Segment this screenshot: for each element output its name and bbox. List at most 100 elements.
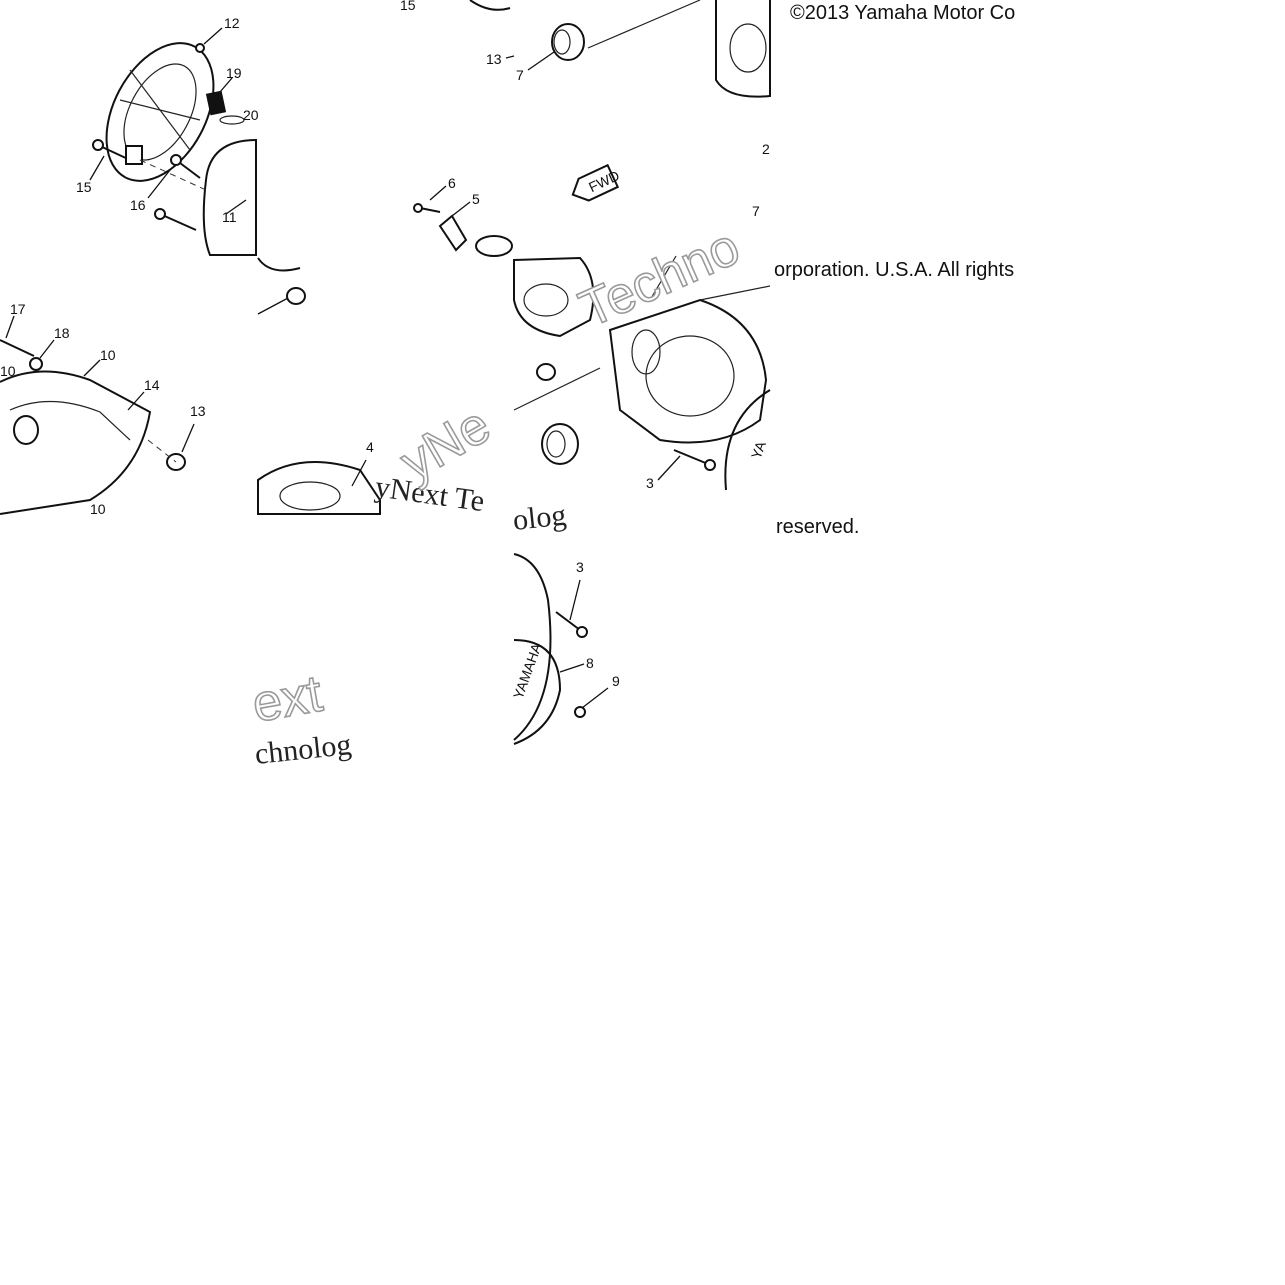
callout-20: 20 — [243, 107, 259, 123]
bolt-head — [413, 203, 423, 213]
nut — [29, 357, 43, 371]
tile-middle-right: 3 YA — [513, 255, 771, 491]
dowel-pin — [286, 287, 306, 305]
bolt — [555, 611, 581, 631]
callout-13: 13 — [190, 403, 206, 419]
callout-7: 7 — [752, 203, 760, 219]
leader-line — [351, 459, 367, 487]
bolt — [673, 449, 709, 465]
leader-line — [225, 199, 247, 215]
assembly-line — [587, 0, 701, 49]
crankcase-cover — [202, 138, 257, 256]
callout-10: 10 — [90, 501, 106, 517]
callout-3: 3 — [646, 475, 654, 491]
callout-12: 12 — [224, 15, 240, 31]
assembly-line — [699, 285, 771, 301]
dowel-pin — [536, 363, 556, 381]
leader-line — [39, 339, 55, 359]
logo-yamaha: YAMAHA — [510, 640, 545, 701]
callout-15: 15 — [400, 0, 416, 13]
leader-line — [429, 185, 447, 201]
fan-shroud — [105, 42, 215, 182]
bolt-head — [195, 43, 205, 53]
bolt-head — [170, 154, 182, 166]
fwd-arrow: FWD — [571, 163, 622, 202]
leader-line — [147, 169, 171, 199]
tile-bottom-center-right: YAMAHA 3 8 9 — [510, 553, 620, 745]
leader-line — [569, 579, 581, 621]
screw — [574, 706, 586, 718]
leader-line — [257, 297, 289, 315]
part-edge — [469, 0, 511, 11]
copyright-line-3: reserved. — [776, 516, 860, 538]
clutch-cover-rim — [9, 400, 131, 441]
fan-shroud-inner — [123, 63, 197, 161]
callout-4: 4 — [366, 439, 374, 455]
bolt — [159, 213, 197, 231]
crankcase-boss — [279, 481, 341, 511]
leader-line — [649, 255, 677, 301]
callout-6: 6 — [448, 175, 456, 191]
assembly-line — [513, 367, 601, 411]
assembly-line — [147, 439, 177, 463]
crankcase-section — [715, 0, 771, 98]
damper-bore — [553, 29, 571, 55]
o-ring — [219, 115, 245, 125]
tile-middle-center: 4 yNext Te — [257, 257, 486, 518]
fwd-arrow-label: FWD — [586, 167, 622, 195]
bolt-head — [154, 208, 166, 220]
logo-yamaha-short: YA — [748, 438, 769, 461]
bolt-head — [704, 459, 716, 471]
leader-line — [451, 201, 471, 217]
tile-bottom-center-left: ext chnolog — [247, 664, 353, 771]
callout-11: 11 — [222, 209, 237, 225]
crankcase-section — [513, 256, 595, 338]
clutch-cover — [0, 370, 152, 515]
tile-top-left: 12 19 20 15 16 11 — [76, 15, 259, 256]
rubber-damper — [551, 23, 585, 61]
callout-18: 18 — [54, 325, 70, 341]
copyright-line-1: ©2013 Yamaha Motor Co — [790, 2, 1016, 24]
switch-part — [205, 90, 227, 116]
leader-line — [5, 315, 15, 339]
shroud-rib — [119, 99, 201, 121]
ignition-cover — [513, 639, 562, 745]
leader-line — [581, 687, 609, 709]
boss — [13, 415, 39, 445]
bolt — [419, 207, 441, 213]
leader-line — [219, 77, 233, 93]
bushing — [475, 235, 513, 257]
tile-top-right-middle: 13 7 FWD 2 7 — [486, 0, 771, 219]
tile-middle-left: 17 18 10 14 13 10 10 — [0, 301, 206, 517]
ignition-cover-edge — [513, 553, 552, 741]
leader-line — [559, 663, 585, 673]
callout-19: 19 — [226, 65, 242, 81]
bolt-head — [92, 139, 104, 151]
leader-line — [127, 391, 145, 411]
cover-edge — [724, 389, 771, 491]
callout-5: 5 — [472, 191, 480, 207]
callout-8: 8 — [586, 655, 594, 671]
callout-3: 3 — [576, 559, 584, 575]
leader-line — [203, 27, 223, 45]
leader-line — [83, 359, 101, 377]
watermark: Techno — [571, 218, 748, 339]
tile-top-middle: 15 6 5 — [400, 0, 513, 257]
leader-line — [505, 55, 515, 59]
generator-cover — [608, 298, 768, 444]
callout-17: 17 — [10, 301, 26, 317]
leader-line — [181, 423, 195, 453]
cover-edge — [257, 257, 301, 272]
callout-16: 16 — [130, 197, 146, 213]
stud-bolt — [0, 339, 35, 357]
generator-opening — [645, 335, 735, 417]
callout-7: 7 — [516, 67, 524, 83]
leader-line — [657, 455, 681, 481]
copyright-line-2: orporation. U.S.A. All rights — [774, 259, 1015, 281]
crankcase-bore — [523, 283, 569, 317]
bolt-head — [576, 626, 588, 638]
fwd-arrow-shape — [571, 163, 620, 202]
callout-10: 10 — [100, 347, 116, 363]
callout-13: 13 — [486, 51, 502, 67]
callout-14: 14 — [144, 377, 160, 393]
